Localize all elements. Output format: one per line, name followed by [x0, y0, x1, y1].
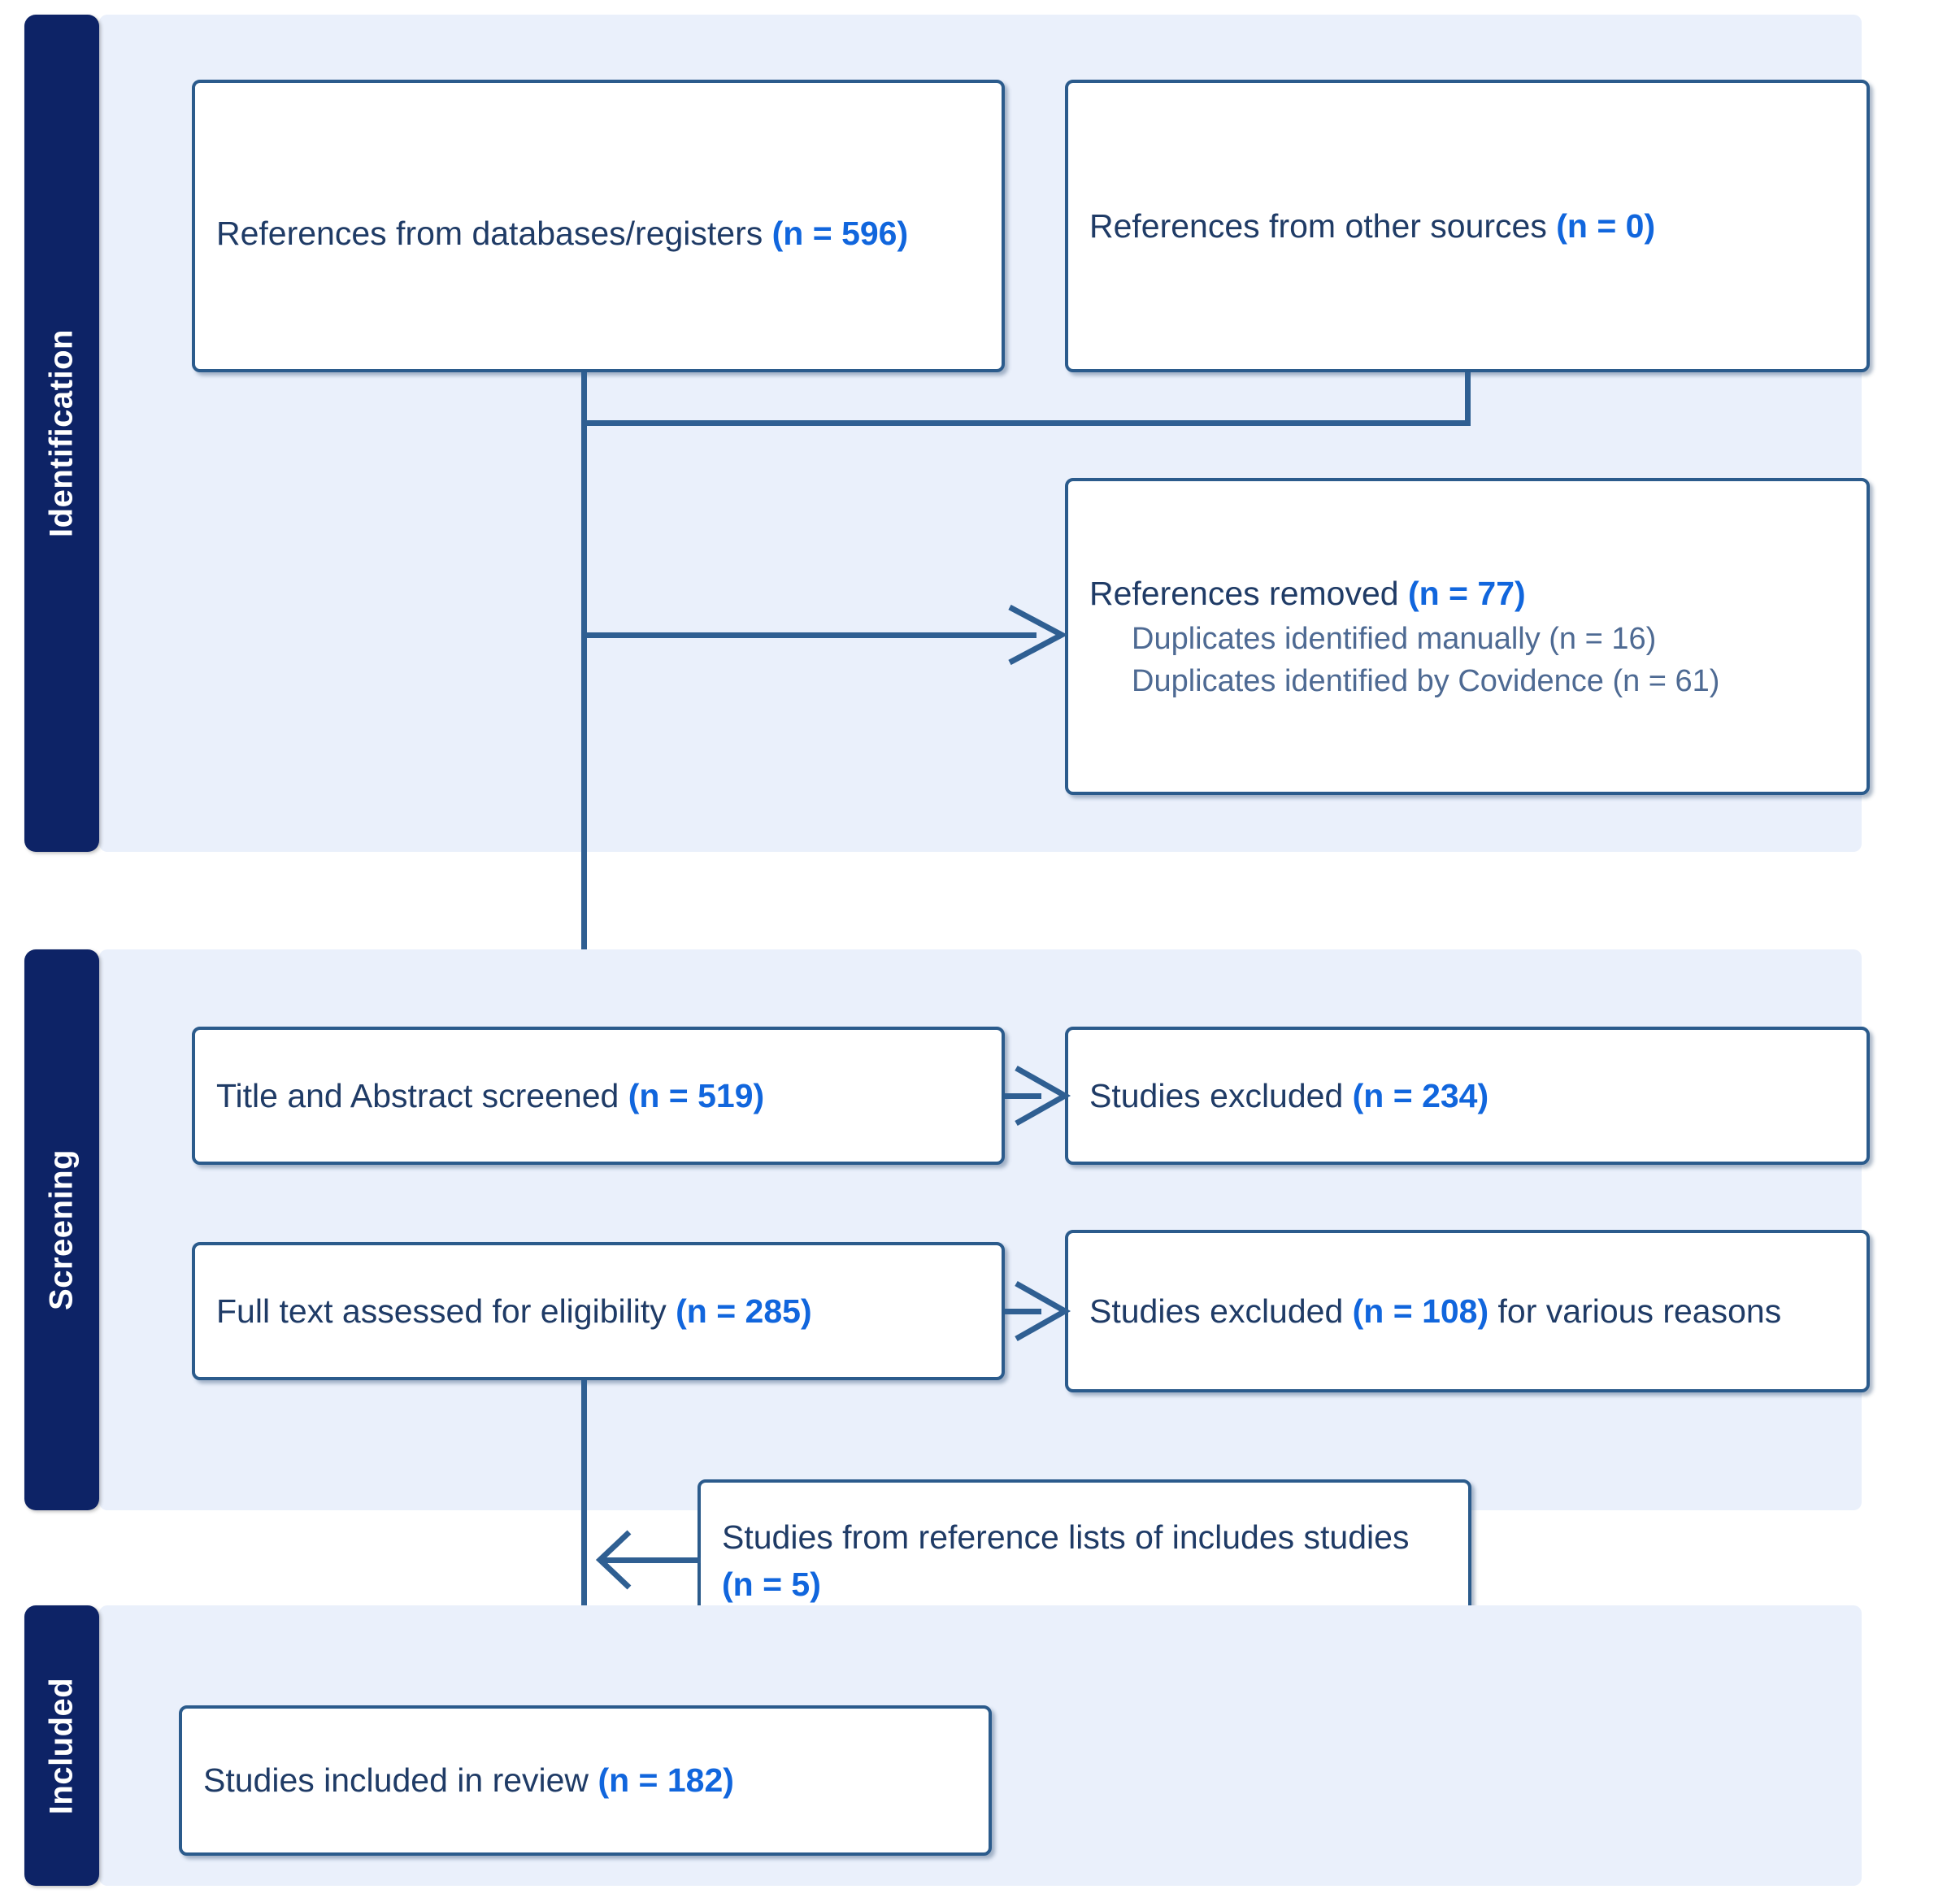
- stage-label-screening: Screening: [24, 949, 99, 1510]
- stage-label-included: Included: [24, 1605, 99, 1886]
- node-other-sources: References from other sources (n = 0): [1065, 80, 1870, 372]
- node-studies-excluded-ta-count: (n = 234): [1352, 1076, 1489, 1114]
- node-full-text-assessed-text: Full text assessed for eligibility (n = …: [195, 1288, 1002, 1335]
- stage-label-identification-text: Identification: [43, 329, 80, 537]
- node-title-abstract-screened-lead: Title and Abstract screened: [216, 1076, 628, 1114]
- node-references-removed-text: References removed (n = 77) Duplicates i…: [1068, 570, 1867, 702]
- stage-label-screening-text: Screening: [43, 1149, 80, 1310]
- node-studies-excluded-ft-tail: for various reasons: [1488, 1292, 1782, 1330]
- node-databases-registers-text: References from databases/registers (n =…: [195, 195, 1002, 257]
- node-studies-excluded-full-text-text: Studies excluded (n = 108) for various r…: [1068, 1288, 1867, 1335]
- node-studies-excluded-title-abstract: Studies excluded (n = 234): [1065, 1027, 1870, 1165]
- connector-main-trunk-included: [581, 1380, 587, 1699]
- node-studies-excluded-ta-lead: Studies excluded: [1089, 1076, 1353, 1114]
- node-title-abstract-screened-count: (n = 519): [628, 1076, 765, 1114]
- node-included-review-count: (n = 182): [598, 1761, 734, 1800]
- connector-main-trunk-identification: [581, 372, 587, 1014]
- node-other-sources-count: (n = 0): [1556, 206, 1656, 245]
- stage-label-identification: Identification: [24, 15, 99, 852]
- node-references-removed-sub-2: Duplicates identified by Covidence (n = …: [1132, 664, 1720, 699]
- node-other-sources-lead: References from other sources: [1089, 206, 1557, 245]
- connector-other-sources-to-trunk: [581, 420, 1467, 426]
- node-full-text-assessed-lead: Full text assessed for eligibility: [216, 1292, 676, 1330]
- connector-other-sources-down: [1465, 372, 1471, 426]
- connector-full-text-to-excluded: [1005, 1309, 1041, 1314]
- node-studies-included-in-review: Studies included in review (n = 182): [179, 1705, 992, 1856]
- node-studies-excluded-title-abstract-text: Studies excluded (n = 234): [1068, 1072, 1867, 1119]
- stage-label-included-text: Included: [43, 1677, 80, 1814]
- node-databases-registers-lead: References from databases/registers: [216, 214, 772, 252]
- node-title-abstract-screened-text: Title and Abstract screened (n = 519): [195, 1072, 1002, 1119]
- node-references-removed-count: (n = 77): [1407, 575, 1526, 613]
- node-studies-included-in-review-text: Studies included in review (n = 182): [182, 1757, 989, 1804]
- node-databases-registers-count: (n = 596): [771, 214, 909, 252]
- connector-trunk-to-removed: [581, 632, 1036, 638]
- node-references-removed-sub-1: Duplicates identified manually (n = 16): [1132, 621, 1657, 656]
- node-studies-from-reference-lists-text: Studies from reference lists of includes…: [701, 1514, 1468, 1608]
- node-full-text-assessed: Full text assessed for eligibility (n = …: [192, 1242, 1005, 1380]
- node-studies-excluded-full-text: Studies excluded (n = 108) for various r…: [1065, 1230, 1870, 1392]
- node-databases-registers: References from databases/registers (n =…: [192, 80, 1005, 372]
- node-full-text-assessed-count: (n = 285): [676, 1292, 812, 1330]
- connector-title-abstract-to-excluded: [1005, 1093, 1041, 1099]
- node-studies-excluded-ft-lead: Studies excluded: [1089, 1292, 1353, 1330]
- node-references-removed: References removed (n = 77) Duplicates i…: [1065, 478, 1870, 795]
- node-included-review-lead: Studies included in review: [203, 1761, 598, 1800]
- node-studies-excluded-ft-count: (n = 108): [1352, 1292, 1489, 1330]
- node-reference-lists-lead: Studies from reference lists of includes…: [722, 1518, 1410, 1556]
- node-references-removed-lead: References removed: [1089, 575, 1408, 613]
- connector-reference-lists-to-trunk: [602, 1557, 701, 1563]
- node-reference-lists-count: (n = 5): [722, 1566, 821, 1603]
- node-other-sources-text: References from other sources (n = 0): [1068, 202, 1867, 250]
- node-title-abstract-screened: Title and Abstract screened (n = 519): [192, 1027, 1005, 1165]
